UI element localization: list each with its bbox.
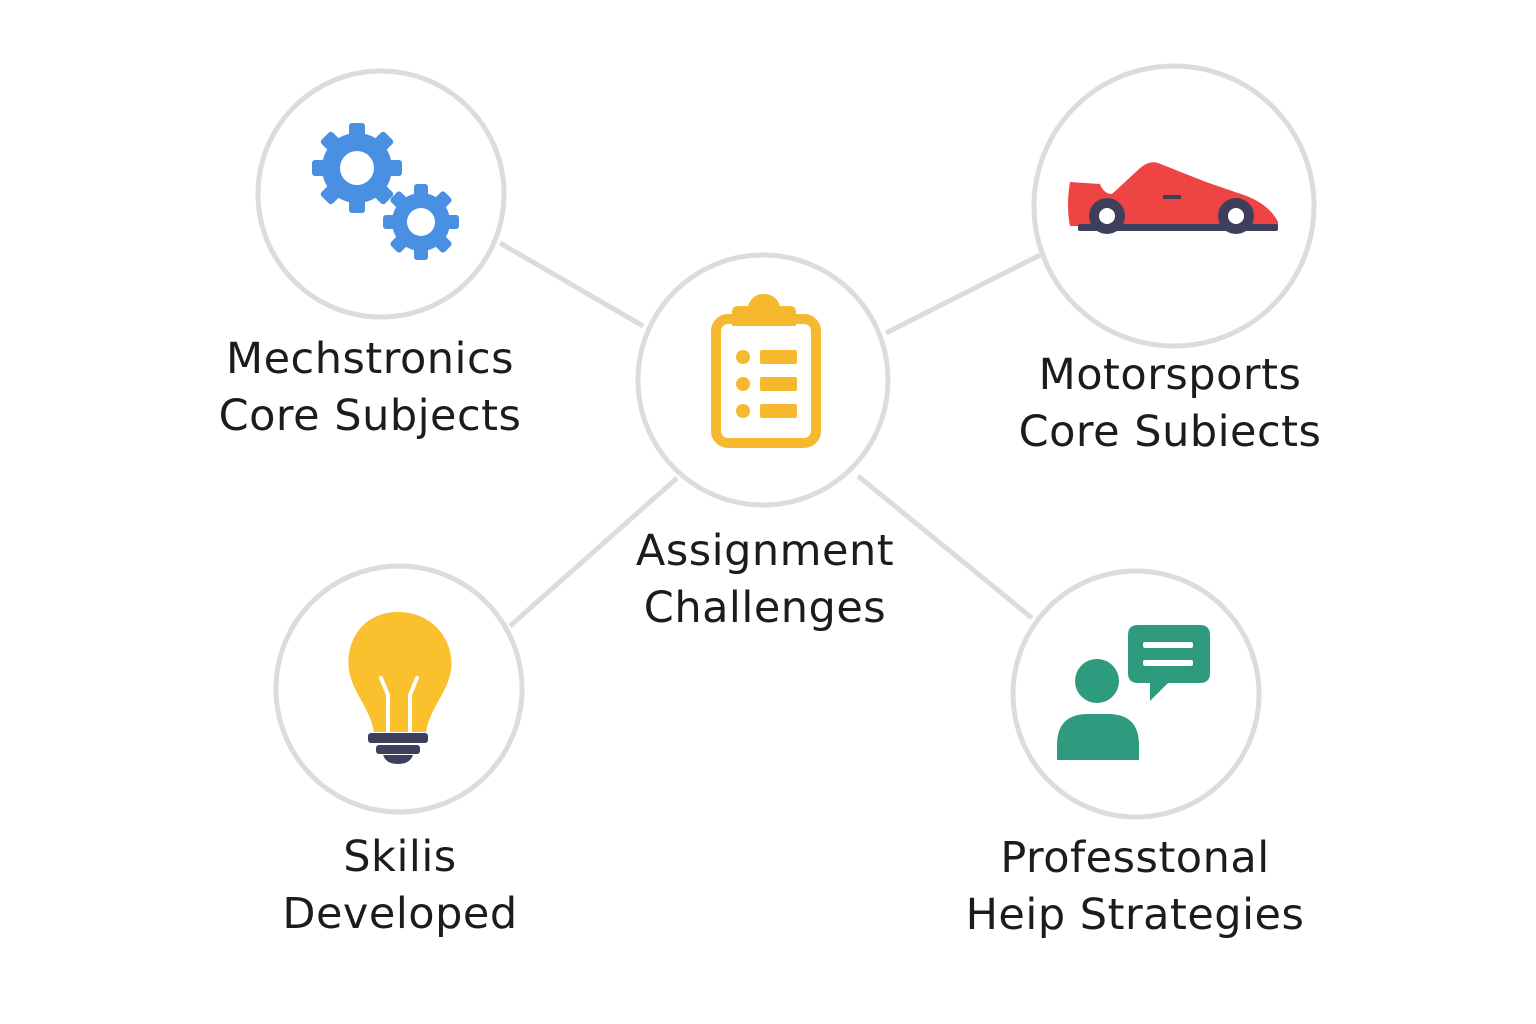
lightbulb-icon — [348, 612, 452, 764]
label-center-line1: Assignment — [635, 526, 895, 576]
person-speech-bubble-icon — [1057, 625, 1210, 760]
connector-mechatronics — [498, 240, 645, 329]
connector-motorsports — [884, 252, 1042, 336]
label-mechatronics: Mechstronics Core Subjects — [190, 331, 550, 445]
label-motorsports-line1: Motorsports — [1038, 350, 1302, 400]
label-skills: Skilis Developed — [220, 829, 580, 943]
label-mechatronics-line1: Mechstronics — [226, 334, 514, 384]
label-center: Assignment Challenges — [585, 523, 945, 637]
label-mechatronics-line2: Core Subjects — [218, 391, 522, 441]
label-professional-line2: Heip Strategies — [965, 890, 1305, 940]
clipboard-checklist-icon — [711, 294, 821, 448]
connector-skills — [508, 476, 679, 628]
gears-icon — [312, 123, 459, 260]
connector-professional — [856, 474, 1034, 620]
label-skills-line1: Skilis — [343, 832, 457, 882]
label-professional: Professtonal Heip Strategies — [935, 830, 1335, 944]
race-car-icon — [1068, 162, 1278, 234]
label-motorsports: Motorsports Core Subiects — [990, 347, 1350, 461]
label-professional-line1: Professtonal — [1000, 833, 1270, 883]
node-circle-professional — [1010, 568, 1262, 820]
label-center-line2: Challenges — [643, 583, 887, 633]
label-motorsports-line2: Core Subiects — [1018, 407, 1322, 457]
label-skills-line2: Developed — [282, 889, 518, 939]
